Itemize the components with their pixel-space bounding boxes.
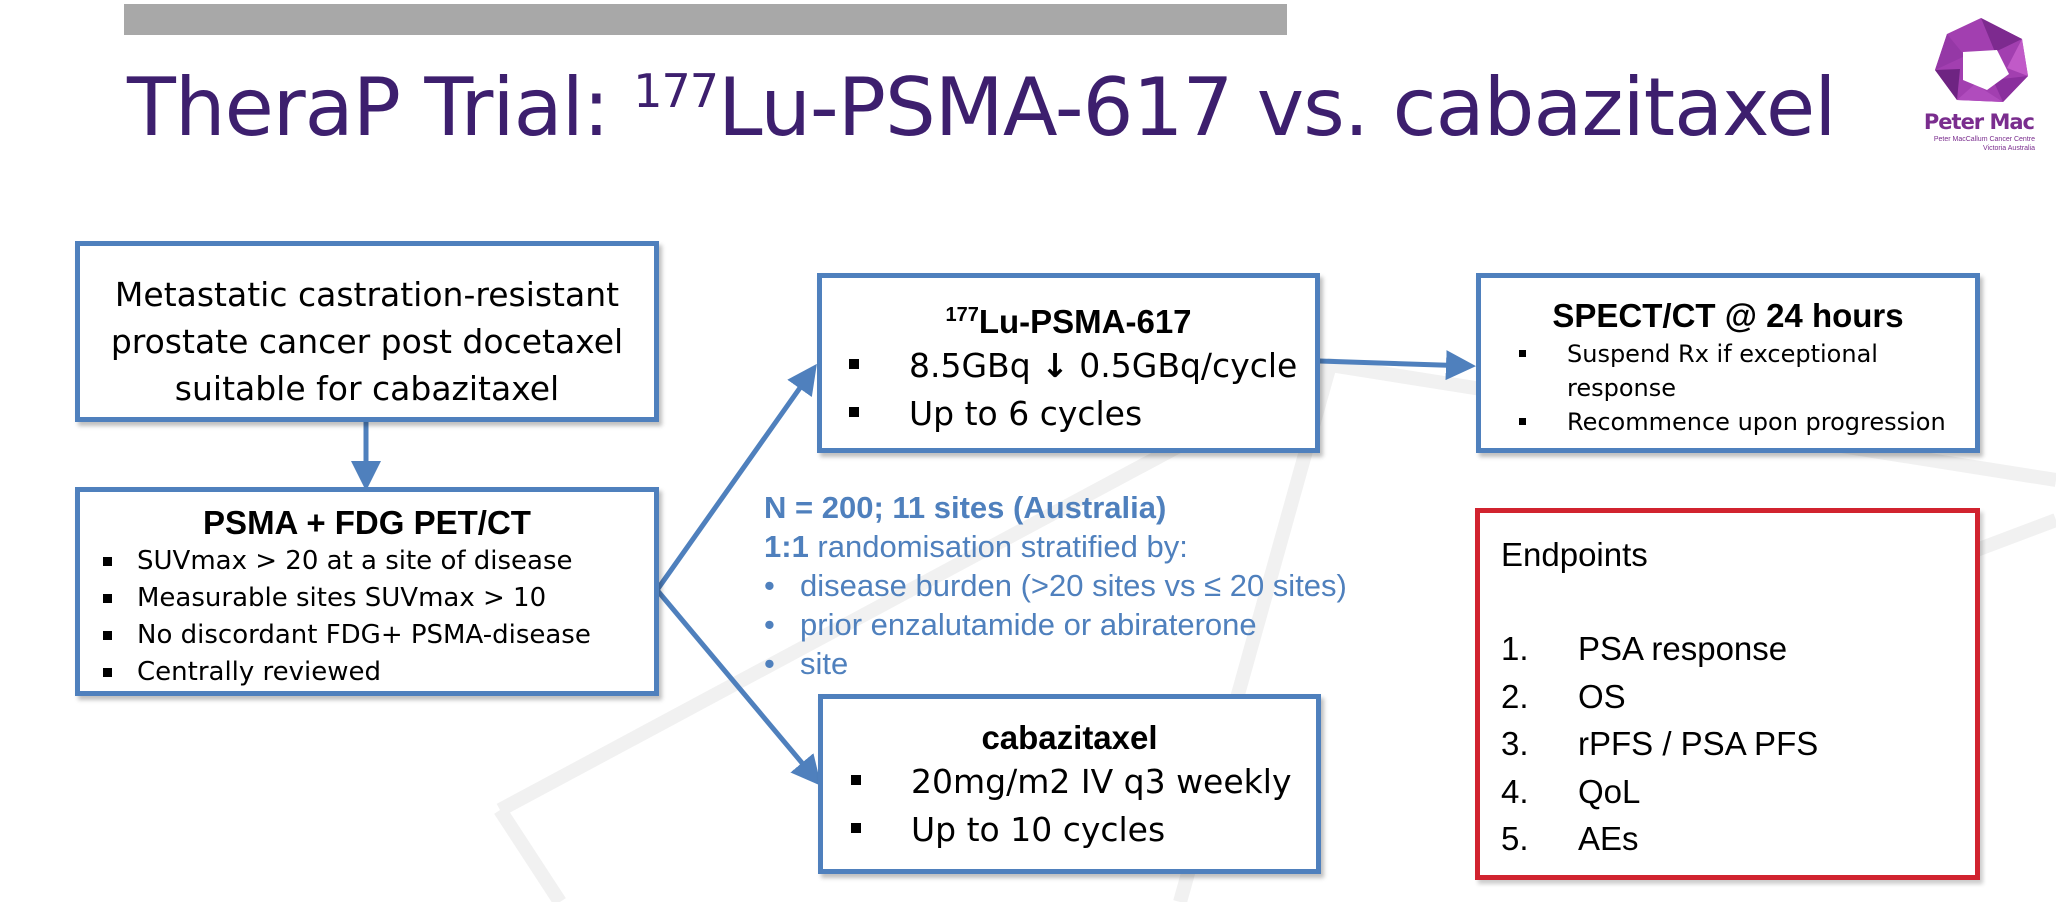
strata-item: •prior enzalutamide or abiraterone [764,607,1257,642]
arrow-lu-to-spect [1318,350,1476,381]
lu-arm-list: 8.5GBq ↓ 0.5GBq/cycle Up to 6 cycles [822,342,1315,438]
cabazitaxel-arm-box: cabazitaxel 20mg/m2 IV q3 weekly Up to 1… [818,694,1321,874]
lu-psma-arm-box: 177Lu-PSMA-617 8.5GBq ↓ 0.5GBq/cycle Up … [817,273,1320,453]
cabazitaxel-title: cabazitaxel [981,719,1158,756]
endpoints-list: 1.PSA response 2.OS 3.rPFS / PSA PFS 4.Q… [1501,625,1975,863]
list-item: 4.QoL [1501,772,1641,810]
spect-ct-box: SPECT/CT @ 24 hours Suspend Rx if except… [1476,273,1980,453]
caba-arm-list: 20mg/m2 IV q3 weekly Up to 10 cycles [823,758,1316,854]
arrow-down-icon: ↓ [1041,346,1069,385]
randomisation-info: N = 200; 11 sites (Australia) 1:1 random… [764,488,1347,683]
list-item: Suspend Rx if exceptional [1519,337,1975,371]
list-item: Recommence upon progression [1519,405,1975,439]
endpoints-box: Endpoints 1.PSA response 2.OS 3.rPFS / P… [1475,508,1980,880]
list-item: 2.OS [1501,677,1626,715]
list-item: No discordant FDG+ PSMA-disease [103,617,654,654]
enrolment-summary: N = 200; 11 sites (Australia) [764,490,1167,525]
strata-item: •site [764,646,849,681]
arrow-screening-to-lu [654,363,817,592]
list-item: SUVmax > 20 at a site of disease [103,543,654,580]
population-line: suitable for cabazitaxel [174,369,560,408]
spect-title: SPECT/CT @ 24 hours [1552,297,1904,334]
list-item: Up to 6 cycles [849,390,1315,438]
logo-name: Peter Mac [1923,110,2035,134]
peter-mac-logo-icon [1935,18,2028,102]
logo-subtitle: Peter MacCallum Cancer Centre Victoria A… [1933,136,2035,152]
list-item: Measurable sites SUVmax > 10 [103,580,654,617]
screening-criteria-list: SUVmax > 20 at a site of disease Measura… [80,543,654,691]
endpoints-title: Endpoints [1501,536,1648,573]
screening-title: PSMA + FDG PET/CT [203,504,531,541]
list-item: 3.rPFS / PSA PFS [1501,725,1819,762]
arrow-screening-to-caba [655,588,822,786]
lu-psma-title: 177Lu-PSMA-617 [945,303,1192,340]
population-line: Metastatic castration-resistant [114,275,620,314]
list-item: 20mg/m2 IV q3 weekly [851,758,1316,806]
randomisation-line: 1:1 randomisation stratified by: [764,529,1188,564]
spect-list: Suspend Rx if exceptional response Recom… [1481,337,1975,439]
population-box: Metastatic castration-resistant prostate… [75,241,659,422]
population-line: prostate cancer post docetaxel [110,322,624,361]
list-item: 1.PSA response [1501,630,1788,667]
list-item-continuation: response [1567,374,1677,402]
strata-item: •disease burden (>20 sites vs ≤ 20 sites… [764,568,1347,603]
list-item: Centrally reviewed [103,654,654,691]
list-item: Up to 10 cycles [851,806,1316,854]
screening-box: PSMA + FDG PET/CT SUVmax > 20 at a site … [75,487,659,696]
page-title: TheraP Trial: 177Lu-PSMA-617 vs. cabazit… [127,61,1836,154]
header-bar [124,4,1287,35]
list-item: 8.5GBq ↓ 0.5GBq/cycle [849,342,1315,390]
list-item: 5.AEs [1501,820,1639,857]
